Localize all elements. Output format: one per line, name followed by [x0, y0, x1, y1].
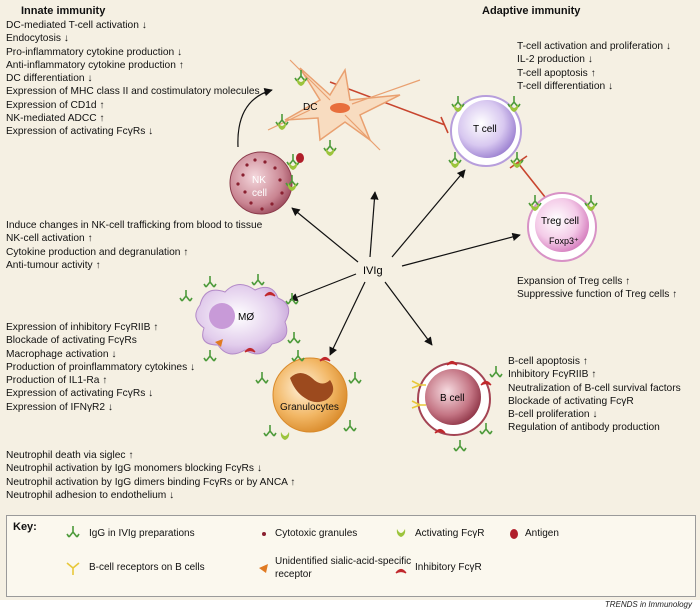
t-cell	[448, 95, 524, 168]
bcr-key-label: B-cell receptors on B cells	[89, 562, 205, 573]
neutrophil-effect: Neutrophil death via siglec ↑	[6, 450, 134, 461]
macrophage-effect: Macrophage activation ↓	[6, 348, 117, 360]
macrophage-effect: Production of proinflammatory cytokines …	[6, 361, 196, 373]
sialic-key-label-line1: Unidentified sialic-acid-specific	[275, 556, 412, 567]
nk-effect: Induce changes in NK-cell trafficking fr…	[6, 220, 263, 231]
nk-effects-list: Induce changes in NK-cell trafficking fr…	[6, 219, 262, 272]
macrophage-effect: Expression of activating FcγRs ↓	[6, 388, 154, 400]
treg-suppresses-tcell	[509, 155, 546, 198]
treg-effect: Expansion of Treg cells ↑	[517, 276, 631, 287]
granulocytes-label: Granulocytes	[280, 402, 339, 413]
dc-effect: NK-mediated ADCC ↑	[6, 113, 105, 125]
bcell-effect: Neutralization of B-cell survival factor…	[508, 382, 681, 394]
dc-suppresses-tcell	[329, 81, 449, 134]
sialic-key-label-line2: receptor	[275, 569, 312, 580]
bcell-effect: B-cell apoptosis ↑	[508, 356, 588, 367]
sialic-receptor-key-icon	[259, 564, 268, 573]
neutrophil-effect: Neutrophil activation by IgG dimers bind…	[6, 476, 296, 488]
treg-label: Treg cell	[541, 216, 579, 227]
arrow-to-dc	[369, 191, 379, 258]
ivig-arrows	[237, 87, 521, 356]
key-title: Key:	[13, 521, 37, 533]
dc-effects-list: DC-mediated T-cell activation ↓ Endocyto…	[6, 19, 268, 139]
activating-key-label: Activating FcγR	[415, 528, 485, 539]
suppression-lines	[329, 81, 546, 198]
bcr-key-icon	[66, 562, 80, 575]
macrophage-effect: Expression of inhibitory FcγRIIB ↑	[6, 322, 159, 333]
neutrophil-effect: Neutrophil activation by IgG monomers bl…	[6, 463, 262, 475]
dc-effect: DC differentiation ↓	[6, 73, 93, 85]
macrophage-effect: Blockade of activating FcγRs	[6, 335, 137, 347]
antigen-key-icon	[510, 529, 518, 539]
macrophage-effect: Expression of IFNγR2 ↓	[6, 401, 114, 413]
nk-effect: NK-cell activation ↑	[6, 233, 93, 245]
diagram-canvas: DC NK cell T cell	[179, 59, 598, 452]
granulocyte	[255, 349, 362, 440]
igg-key-label: IgG in IVIg preparations	[89, 528, 195, 539]
tcell-effect: T-cell differentiation ↓	[517, 80, 614, 92]
treg-effect: Suppressive function of Treg cells ↑	[517, 289, 678, 301]
arrow-to-macrophage	[289, 273, 357, 302]
nk-label-line1: NK	[252, 175, 266, 186]
bcell-effect: Inhibitory FcγRIIB ↑	[508, 369, 597, 381]
macrophage-effect: Production of IL1-Ra ↑	[6, 375, 108, 387]
dc-effect: DC-mediated T-cell activation ↓	[6, 20, 147, 31]
bcell-effect: B-cell proliferation ↓	[508, 409, 598, 421]
bcell-effects-list: B-cell apoptosis ↑ Inhibitory FcγRIIB ↑ …	[508, 355, 681, 435]
b-cell	[411, 360, 503, 452]
tcell-effect: T-cell activation and proliferation ↓	[517, 41, 672, 52]
tcell-effect: IL-2 production ↓	[517, 54, 593, 66]
arrow-to-nk	[291, 207, 359, 263]
dc-effect: Pro-inflammatory cytokine production ↓	[6, 46, 183, 58]
arrow-to-tcell	[391, 169, 466, 258]
ivig-label: IVIg	[363, 265, 383, 277]
dc-effect: Endocytosis ↓	[6, 33, 69, 45]
dendritic-cell	[267, 59, 421, 156]
dc-effect: Expression of activating FcγRs ↓	[6, 126, 154, 138]
nk-cell	[229, 151, 304, 215]
foxp3-label: Foxp3⁺	[549, 236, 579, 246]
arrow-to-treg	[401, 232, 521, 267]
arrow-to-bcell	[384, 281, 433, 346]
dc-effect: Expression of CD1d ↑	[6, 99, 105, 111]
dc-effect: Expression of MHC class II and costimula…	[6, 86, 268, 98]
arrow-to-granulocytes	[329, 281, 366, 356]
nk-label-line2: cell	[252, 188, 267, 199]
figure-panel: Innate immunity Adaptive immunity DC-med…	[0, 0, 700, 600]
credit-line: TRENDS in Immunology	[604, 600, 692, 609]
macrophage-label: MØ	[238, 312, 254, 323]
treg-cell	[527, 192, 598, 262]
nk-effect: Anti-tumour activity ↑	[6, 259, 101, 271]
innate-immunity-header: Innate immunity	[21, 5, 106, 17]
macrophage	[179, 273, 301, 362]
neutrophil-effects-list: Neutrophil death via siglec ↑ Neutrophil…	[6, 449, 295, 502]
activating-fcr-key-icon	[396, 529, 406, 537]
tcell-effects-list: T-cell activation and proliferation ↓ IL…	[517, 40, 671, 93]
inhibitory-fcr-key-icon	[395, 568, 407, 574]
key-legend: Key: IgG in IVIg preparations Cytotoxic …	[6, 515, 696, 597]
inhibitory-key-label: Inhibitory FcγR	[415, 562, 482, 573]
tcell-label: T cell	[473, 124, 497, 135]
macrophage-effects-list: Expression of inhibitory FcγRIIB ↑ Block…	[6, 321, 195, 414]
granules-key-label: Cytotoxic granules	[275, 528, 358, 539]
granule-key-icon	[262, 532, 266, 536]
antigen-key-label: Antigen	[525, 528, 559, 539]
bcell-label: B cell	[440, 393, 464, 404]
adaptive-immunity-header: Adaptive immunity	[482, 5, 581, 17]
treg-effects-list: Expansion of Treg cells ↑ Suppressive fu…	[517, 275, 677, 302]
dc-effect: Anti-inflammatory cytokine production ↑	[6, 59, 184, 71]
arrow-nk-to-dc	[237, 87, 273, 148]
dc-label: DC	[303, 102, 317, 113]
tcell-effect: T-cell apoptosis ↑	[517, 67, 596, 79]
igg-key-icon	[66, 525, 80, 538]
bcell-effect: Regulation of antibody production	[508, 422, 660, 434]
bcell-effect: Blockade of activating FcγR	[508, 395, 634, 407]
key-symbols	[66, 525, 518, 575]
neutrophil-effect: Neutrophil adhesion to endothelium ↓	[6, 489, 175, 501]
nk-effect: Cytokine production and degranulation ↑	[6, 246, 189, 258]
